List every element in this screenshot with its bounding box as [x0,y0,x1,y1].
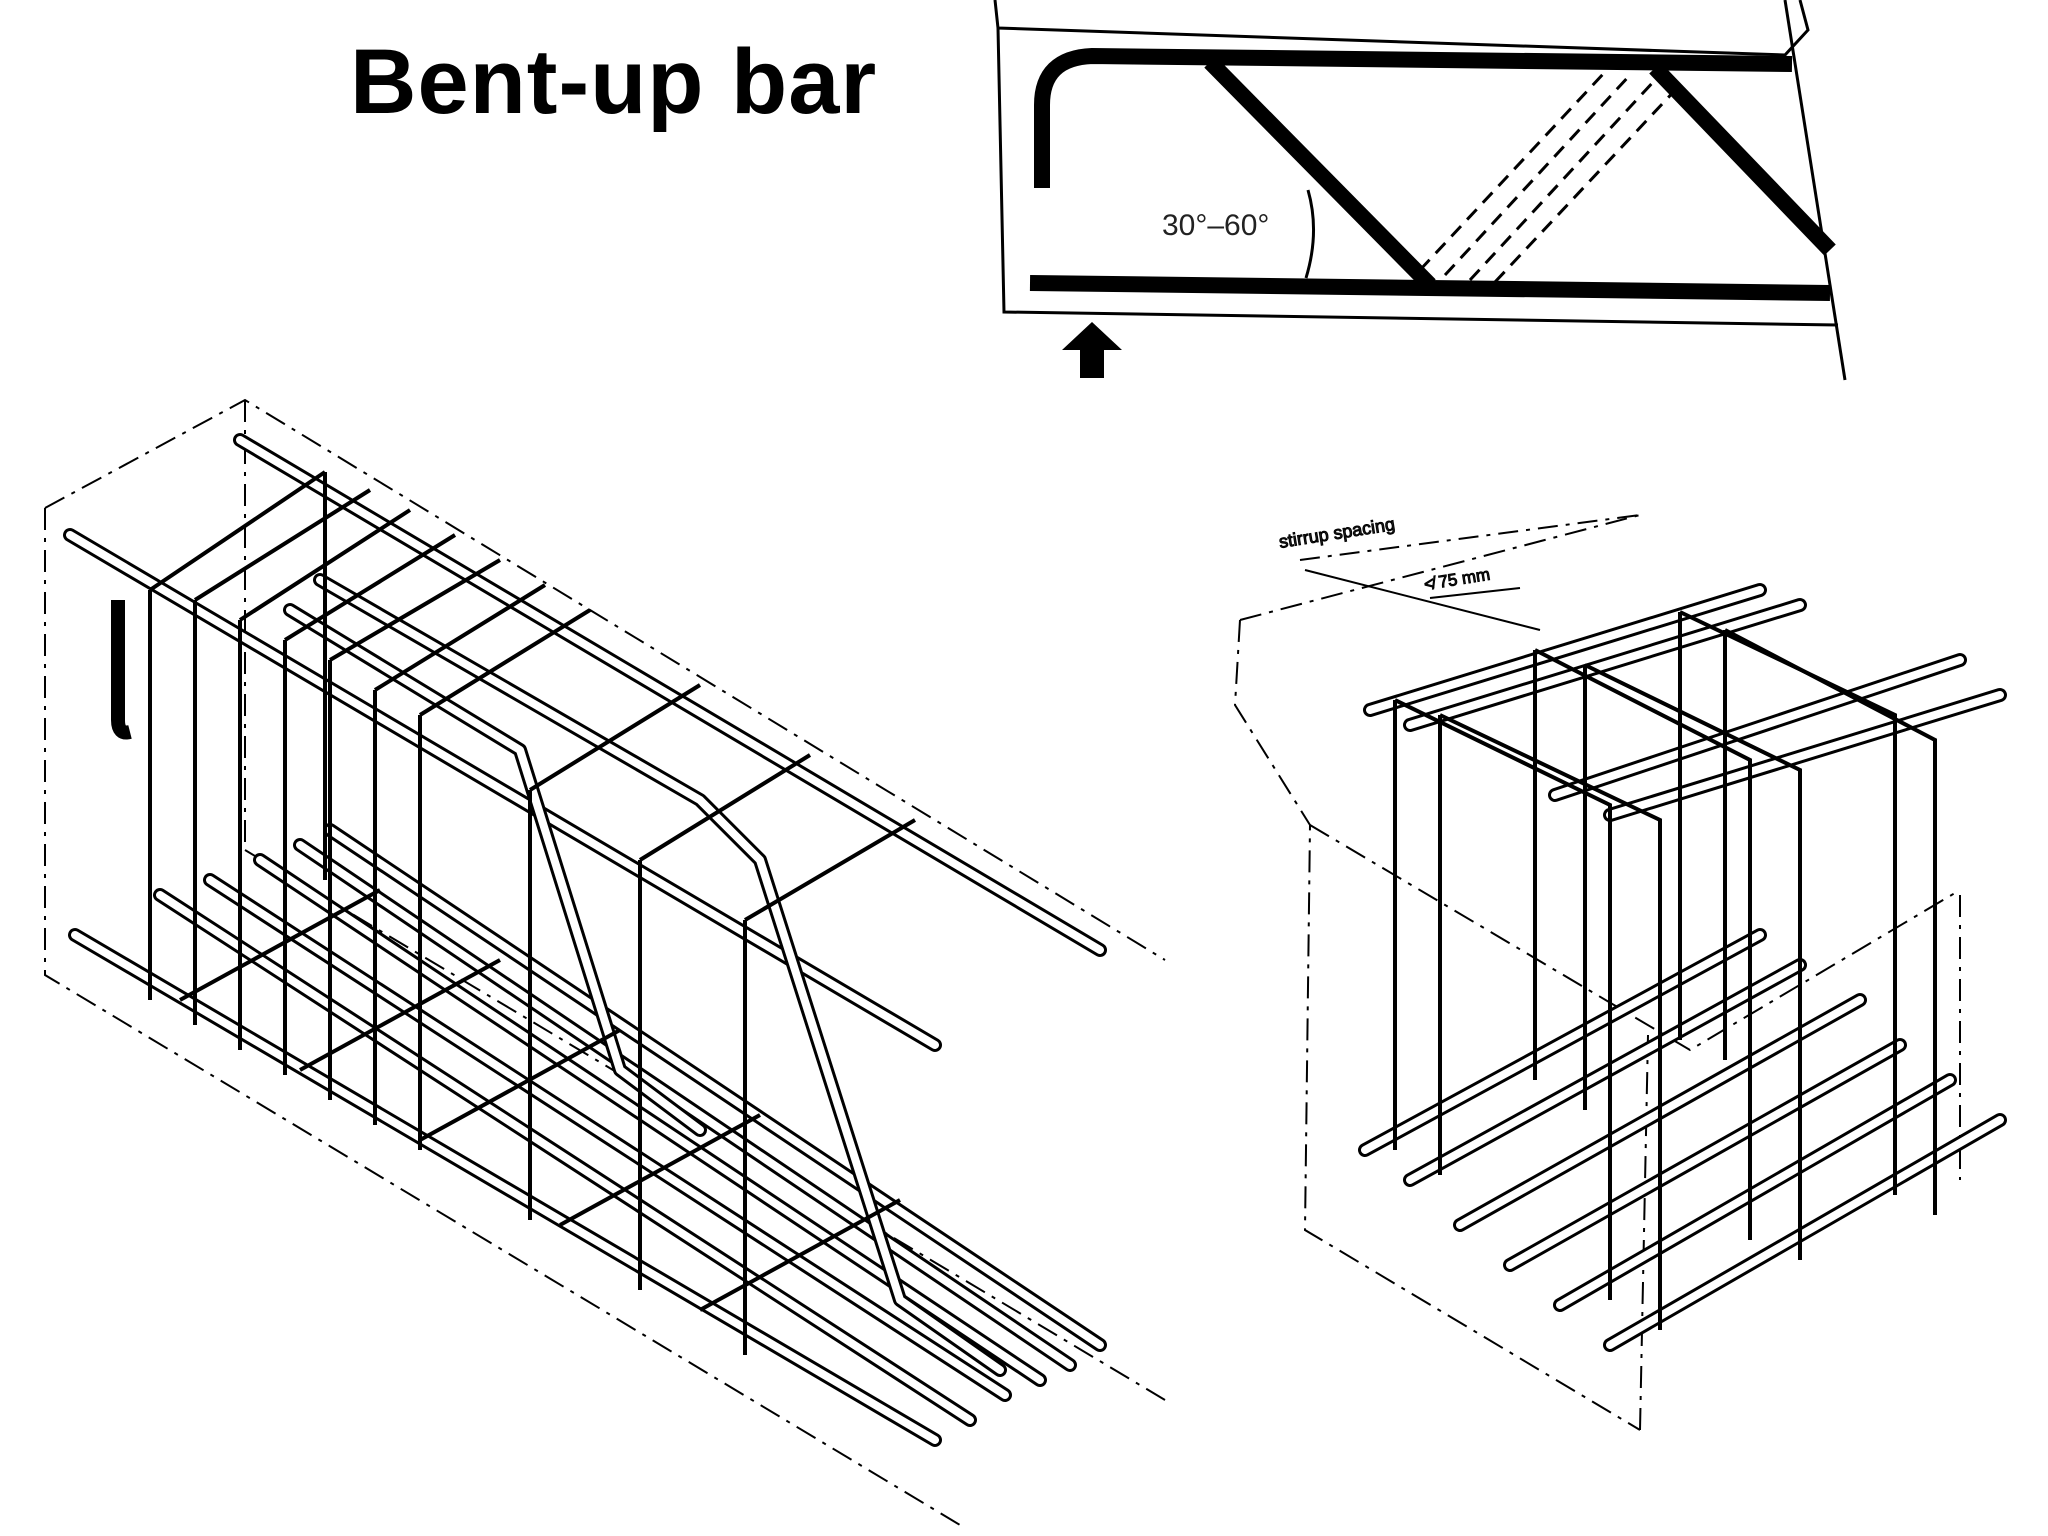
beam-outline-bottom [996,27,1839,327]
cross-ties [179,888,901,1312]
stirrups-right [1393,610,1937,1330]
beam-cage-right: stirrup spacing ≮ 75 mm [1233,513,2007,1431]
bent-up-bar-1 [1204,56,1436,291]
top-bar [1034,47,1793,188]
beam-cage-left [44,398,1166,1526]
bent-up-bar-2 [1649,62,1836,256]
bottom-bars-right [1358,928,2007,1352]
bottom-bar [1029,275,1831,301]
top-bars-right [1363,583,2007,822]
bent-up-bar-detail: 30°–60° [993,0,1847,381]
diagram-title: Bent-up bar [350,31,878,133]
concrete-outline-right [1233,514,1961,1431]
beam-end-line [1783,0,1847,381]
stirrups [148,470,917,1355]
angle-label: 30°–60° [1162,209,1269,242]
spacing-dimensions [1299,514,1641,631]
stirrup-spacing-label: stirrup spacing [1277,514,1396,552]
beam-outline [993,0,1810,57]
end-hook [111,600,132,740]
angle-arc [1304,189,1315,279]
force-arrows [1418,70,1682,284]
bottom-longitudinal-bars [68,823,1107,1447]
support-arrow-icon [1062,322,1122,378]
